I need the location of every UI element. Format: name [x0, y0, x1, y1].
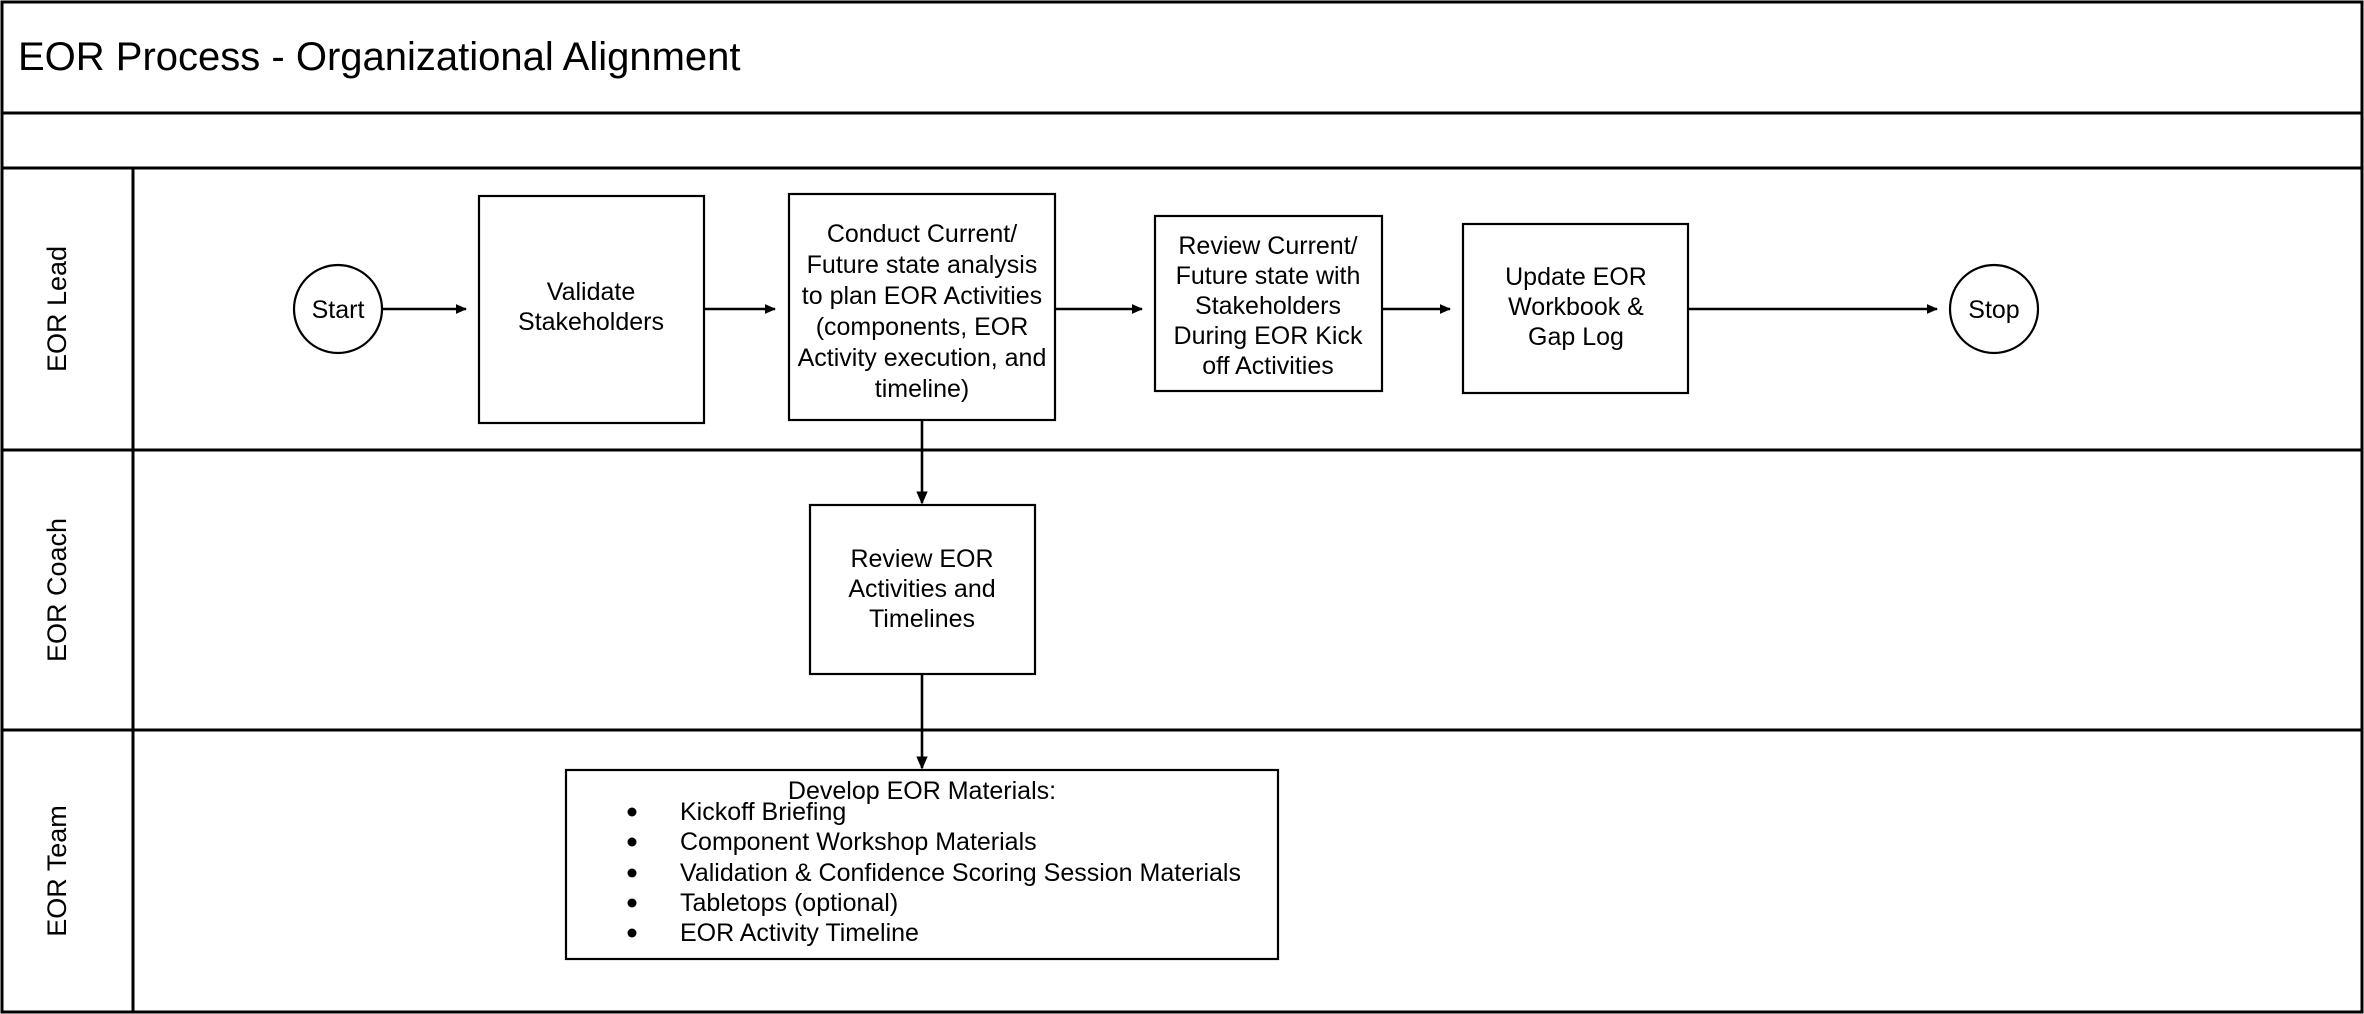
node-review-with-stakeholders[interactable]: Review Current/ Future state with Stakeh…: [1153, 214, 1384, 393]
node-validate-stakeholders[interactable]: Validate Stakeholders: [477, 194, 706, 425]
node-start[interactable]: Start: [292, 263, 384, 355]
stop-terminator-shape[interactable]: [1948, 263, 2040, 355]
conduct-analysis-line-6: timeline): [875, 375, 969, 403]
lane-labels: EOR Lead EOR Coach EOR Team: [42, 246, 72, 937]
develop-materials-item-2: Component Workshop Materials: [680, 828, 1037, 856]
conduct-analysis-line-2: Future state analysis: [807, 251, 1038, 279]
node-stop[interactable]: Stop: [1948, 263, 2040, 355]
review-with-stakeholders-line-1: Review Current/: [1178, 232, 1357, 260]
update-workbook-line-2: Workbook &: [1508, 293, 1644, 321]
conduct-analysis-line-5: Activity execution, and: [798, 344, 1047, 372]
conduct-analysis-line-1: Conduct Current/: [827, 220, 1017, 248]
develop-materials-item-4: Tabletops (optional): [680, 889, 898, 917]
bullet-icon: [627, 807, 637, 817]
develop-materials-item-1: Kickoff Briefing: [680, 798, 846, 826]
conduct-analysis-line-4: (components, EOR: [816, 313, 1029, 341]
review-with-stakeholders-line-3: Stakeholders: [1195, 292, 1341, 320]
stop-terminator-label: Stop: [1968, 296, 2019, 324]
update-workbook-line-1: Update EOR: [1505, 263, 1647, 291]
develop-materials-box[interactable]: [564, 768, 1280, 961]
start-terminator-shape[interactable]: [292, 263, 384, 355]
validate-stakeholders-box[interactable]: [477, 194, 706, 425]
node-update-workbook[interactable]: Update EOR Workbook & Gap Log: [1461, 222, 1690, 395]
conduct-analysis-line-3: to plan EOR Activities: [802, 282, 1042, 310]
connectors: [382, 304, 1938, 770]
review-activities-timelines-box[interactable]: [808, 503, 1037, 676]
bullet-icon: [627, 837, 637, 847]
page-title: EOR Process - Organizational Alignment: [18, 35, 741, 79]
validate-stakeholders-line-1: Validate: [547, 278, 636, 306]
bullet-icon: [627, 868, 637, 878]
review-with-stakeholders-line-5: off Activities: [1202, 352, 1334, 380]
review-activities-line-1: Review EOR: [850, 545, 993, 573]
node-develop-materials[interactable]: Develop EOR Materials: Kickoff Briefing …: [564, 768, 1280, 961]
update-workbook-line-3: Gap Log: [1528, 323, 1624, 351]
validate-stakeholders-line-2: Stakeholders: [518, 308, 664, 336]
develop-materials-heading: Develop EOR Materials:: [788, 777, 1056, 805]
node-conduct-analysis[interactable]: Conduct Current/ Future state analysis t…: [787, 192, 1057, 422]
start-terminator-label: Start: [312, 296, 365, 324]
review-activities-line-3: Timelines: [869, 605, 975, 633]
node-review-activities-timelines[interactable]: Review EOR Activities and Timelines: [808, 503, 1037, 676]
develop-materials-item-5: EOR Activity Timeline: [680, 919, 919, 947]
bullet-icon: [627, 928, 637, 938]
update-workbook-box[interactable]: [1461, 222, 1690, 395]
develop-materials-item-3: Validation & Confidence Scoring Session …: [680, 859, 1241, 887]
review-with-stakeholders-box[interactable]: [1153, 214, 1384, 393]
review-with-stakeholders-line-4: During EOR Kick: [1174, 322, 1363, 350]
lane-label-eor-lead: EOR Lead: [42, 246, 72, 372]
conduct-analysis-box[interactable]: [787, 192, 1057, 422]
review-with-stakeholders-line-2: Future state with: [1176, 262, 1361, 290]
bullet-icon: [627, 898, 637, 908]
lane-label-eor-coach: EOR Coach: [42, 518, 72, 662]
lane-label-eor-team: EOR Team: [42, 805, 72, 937]
review-activities-line-2: Activities and: [848, 575, 995, 603]
